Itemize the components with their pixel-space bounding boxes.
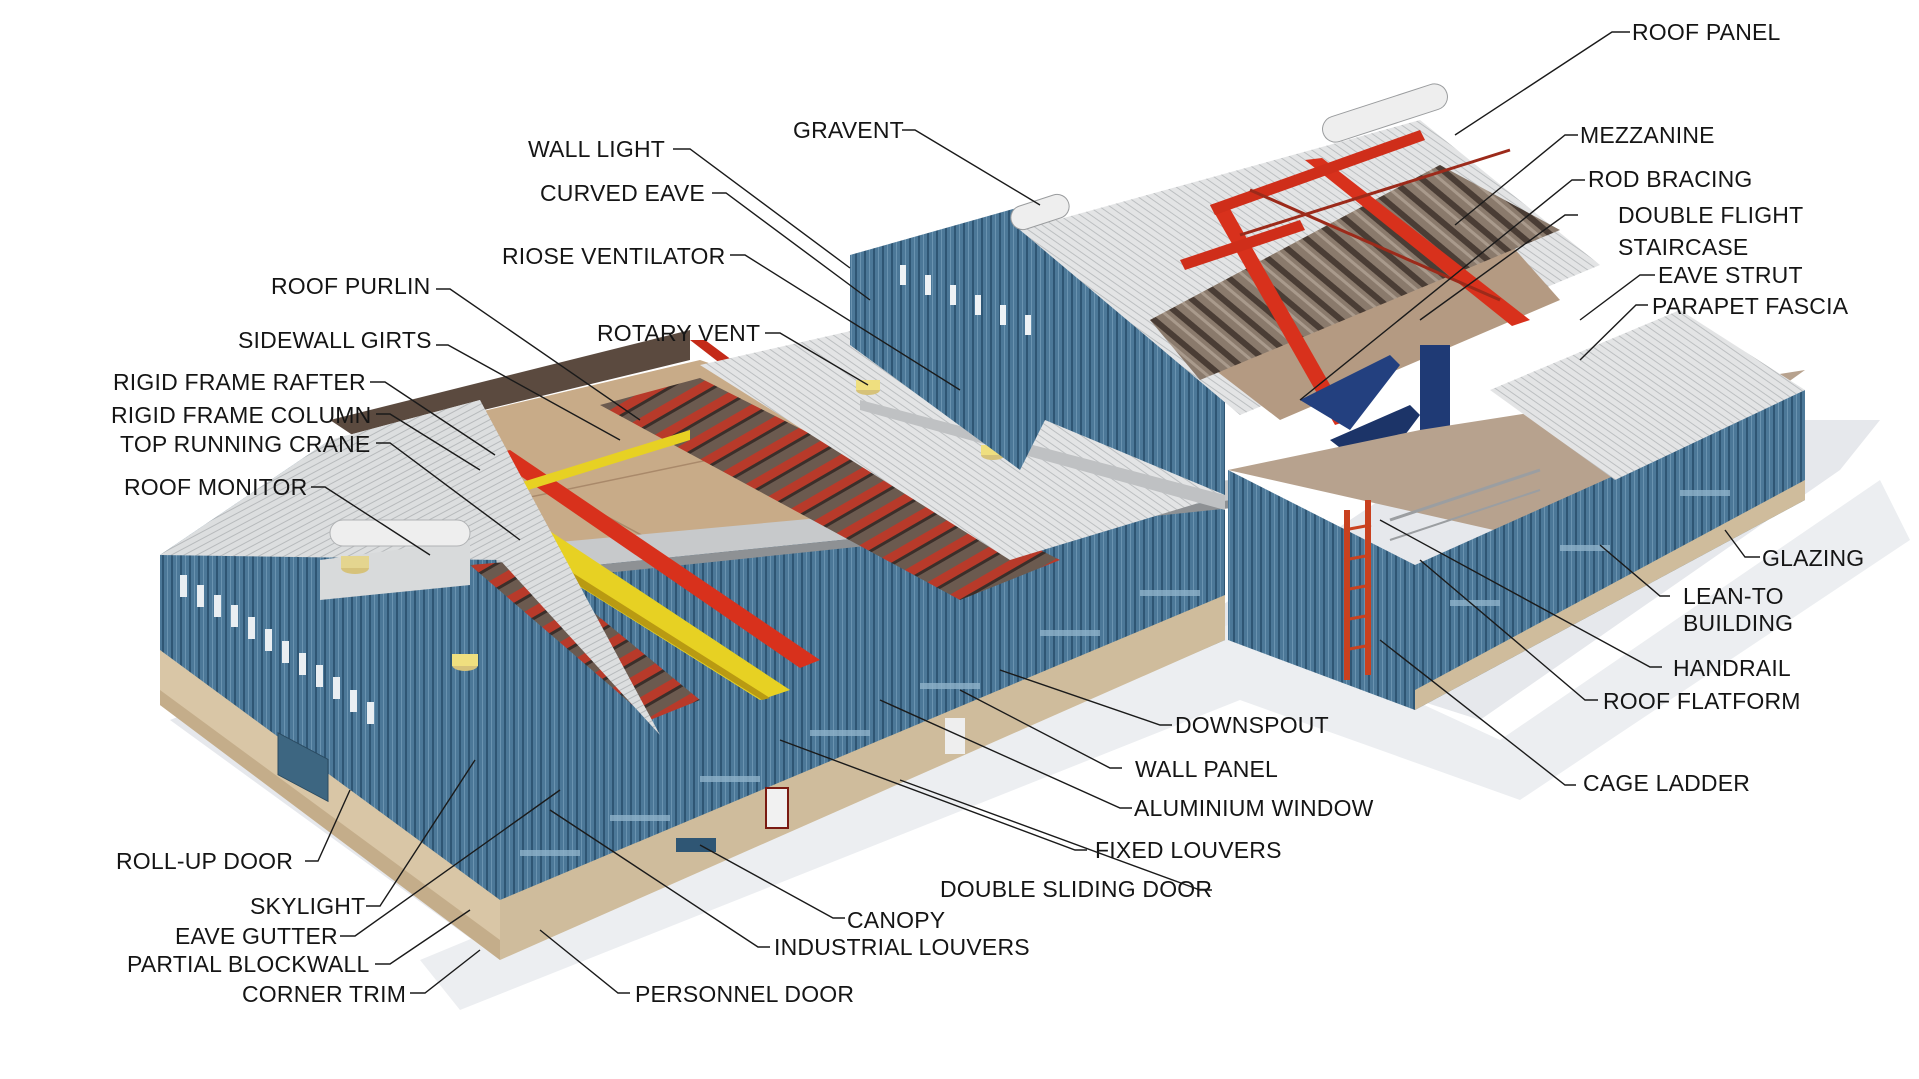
label-partial-blockwall: PARTIAL BLOCKWALL: [127, 951, 370, 977]
parapet-fascia: [1490, 310, 1805, 480]
label-canopy: CANOPY: [847, 907, 946, 933]
label-building: BUILDING: [1683, 610, 1794, 636]
rigid-frame-column: [1210, 200, 1350, 425]
high-bay-building: [850, 83, 1600, 495]
gravent: [1010, 193, 1070, 231]
label-gravent: GRAVENT: [793, 117, 904, 143]
label-parapet-fascia: PARAPET FASCIA: [1652, 293, 1849, 319]
label-roof-purlin: ROOF PURLIN: [271, 273, 431, 299]
label-skylight: SKYLIGHT: [250, 893, 366, 919]
roll-up-door: [277, 732, 329, 803]
label-double-flight: DOUBLE FLIGHT: [1618, 202, 1804, 228]
label-roof-flatform: ROOF FLATFORM: [1603, 688, 1801, 714]
label-sidewall-girts: SIDEWALL GIRTS: [238, 327, 432, 353]
cage-ladder: [1343, 500, 1372, 680]
label-double-sliding-door: DOUBLE SLIDING DOOR: [940, 876, 1213, 902]
label-roof-monitor: ROOF MONITOR: [124, 474, 308, 500]
label-top-running-crane: TOP RUNNING CRANE: [120, 431, 371, 457]
rigid-frame-rafter: [490, 450, 820, 668]
label-aluminium-window: ALUMINIUM WINDOW: [1134, 795, 1374, 821]
label-rigid-frame-rafter: RIGID FRAME RAFTER: [113, 369, 366, 395]
label-handrail: HANDRAIL: [1673, 655, 1791, 681]
leader-lines: [305, 31, 1760, 994]
personnel-door: [765, 787, 789, 829]
label-rotary-vent: ROTARY VENT: [597, 320, 761, 346]
handrail: [1389, 468, 1541, 522]
curved-eave: [1322, 83, 1448, 143]
roof-purlins: [600, 378, 1060, 600]
main-building: [160, 330, 1232, 960]
label-mezzanine: MEZZANINE: [1580, 122, 1715, 148]
label-roll-up-door: ROLL-UP DOOR: [116, 848, 294, 874]
label-cage-ladder: CAGE LADDER: [1583, 770, 1751, 796]
label-eave-gutter: EAVE GUTTER: [175, 923, 338, 949]
high-bay-gable: [850, 200, 1045, 470]
label-eave-strut: EAVE STRUT: [1658, 262, 1803, 288]
rod-bracing: [1239, 148, 1511, 237]
label-rigid-frame-column: RIGID FRAME COLUMN: [111, 402, 372, 428]
label-rod-bracing: ROD BRACING: [1588, 166, 1753, 192]
roof-panel-right: [700, 330, 1225, 560]
label-corner-trim: CORNER TRIM: [242, 981, 407, 1007]
label-wall-panel: WALL PANEL: [1135, 756, 1279, 782]
lean-to-building: [1228, 310, 1805, 710]
label-personnel-door: PERSONNEL DOOR: [635, 981, 855, 1007]
label-curved-eave: CURVED EAVE: [540, 180, 705, 206]
label-fixed-louvers: FIXED LOUVERS: [1095, 837, 1282, 863]
label-roof-panel: ROOF PANEL: [1632, 19, 1781, 45]
label-staircase: STAIRCASE: [1618, 234, 1749, 260]
label-lean-to: LEAN-TO: [1683, 583, 1784, 609]
label-downspout: DOWNSPOUT: [1175, 712, 1329, 738]
label-glazing: GLAZING: [1762, 545, 1865, 571]
roof-monitor: [320, 540, 470, 600]
label-industrial-louvers: INDUSTRIAL LOUVERS: [774, 934, 1030, 960]
label-riose-ventilator: RIOSE VENTILATOR: [502, 243, 726, 269]
label-wall-light: WALL LIGHT: [528, 136, 666, 162]
